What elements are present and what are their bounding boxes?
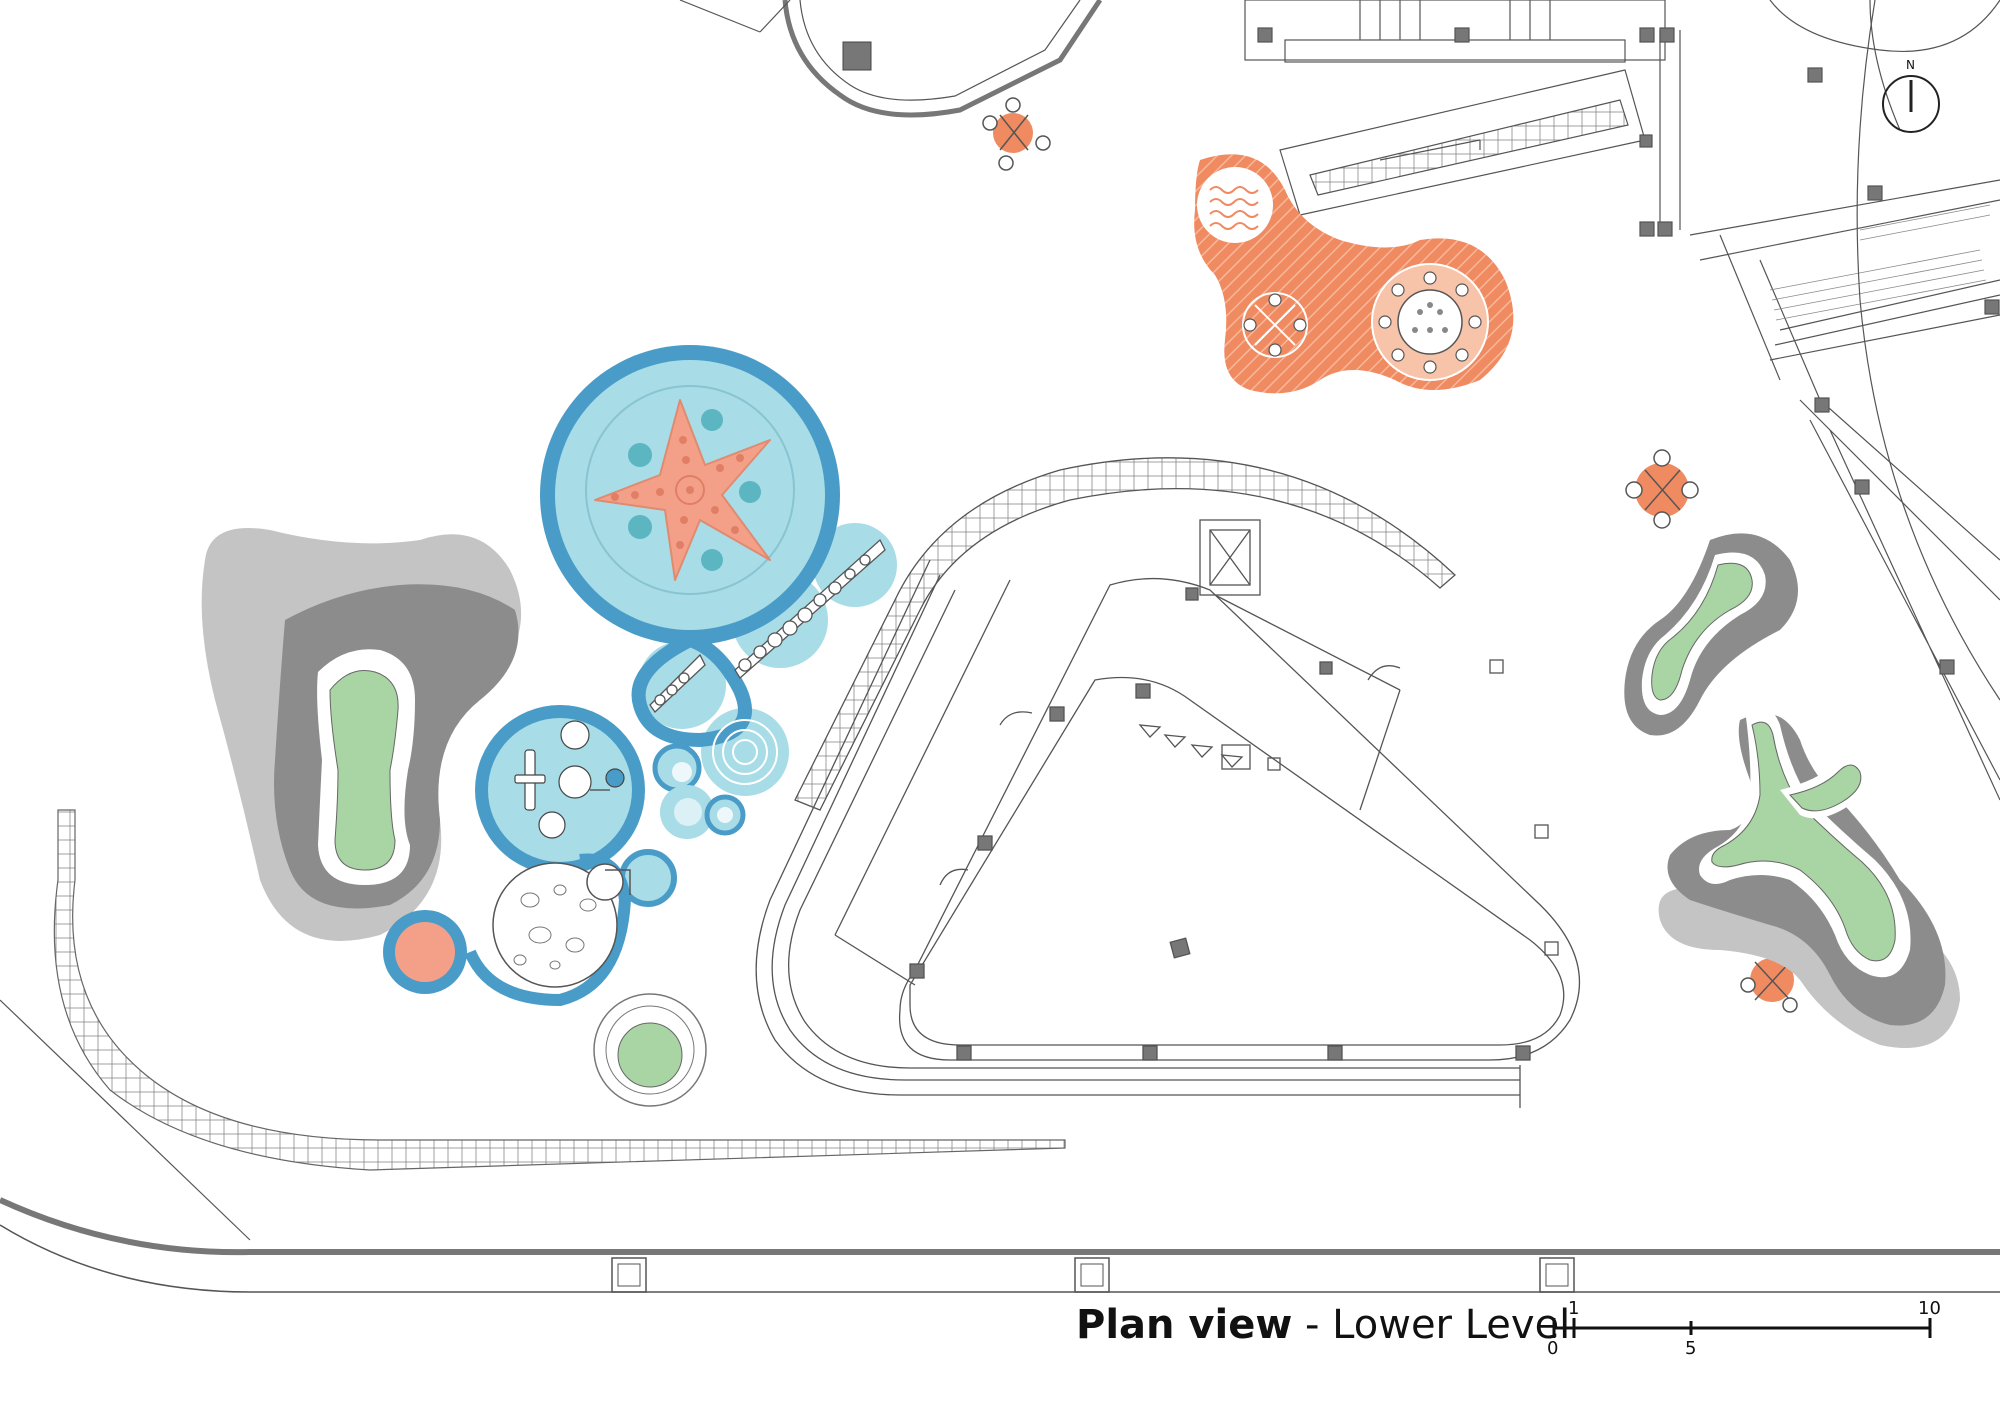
starfish-sculpture [594,399,771,581]
water-play-equipment [514,720,625,839]
page-title: Plan view - Lower Level [1076,1302,1570,1348]
central-building [755,457,1581,1108]
title-separator: - [1292,1302,1333,1348]
title-normal-part: Lower Level [1332,1302,1571,1348]
top-right-building [1244,0,2000,801]
bottom-road [0,999,2000,1293]
scale-label-0: 0 [1547,1338,1559,1359]
north-arrow [1882,75,1940,133]
caterpillar-sculptures [649,538,886,713]
scale-label-5: 5 [1685,1338,1697,1359]
coral-play-area [1194,154,1514,394]
title-bold-part: Plan view [1076,1302,1293,1348]
scale-bar [1552,1318,1932,1338]
round-planter [593,993,707,1107]
north-label: N [1906,58,1915,72]
top-left-building [679,0,1103,118]
scale-label-10: 10 [1918,1298,1941,1319]
curved-tiled-walkway [53,809,1066,1171]
scale-label-1: 1 [1568,1298,1580,1319]
right-planter-top [1624,533,1798,736]
coral-pod-2 [1625,449,1699,529]
right-gray-mound [1658,706,1960,1048]
coral-pod-1 [982,97,1051,171]
left-gray-mound [201,528,522,941]
